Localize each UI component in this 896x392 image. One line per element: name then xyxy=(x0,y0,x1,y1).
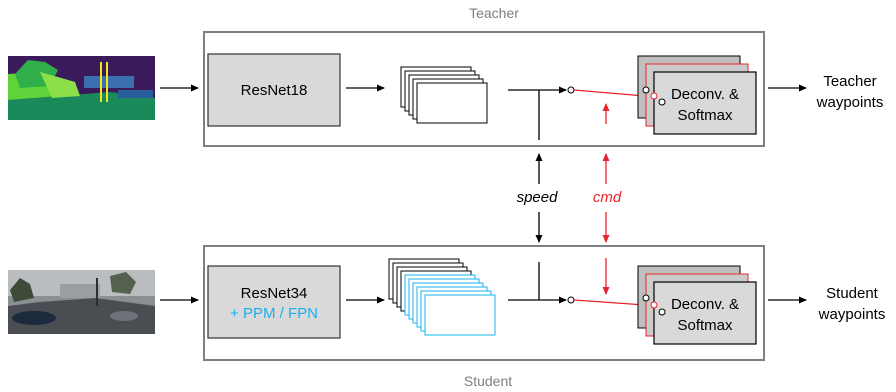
student-backbone-box: ResNet34 + PPM / FPN xyxy=(207,265,341,339)
teacher-title: Teacher xyxy=(469,5,519,21)
student-head-label-2: Softmax xyxy=(677,317,733,334)
teacher-backbone-box: ResNet18 xyxy=(207,53,341,127)
teacher-switch-node xyxy=(567,86,575,94)
teacher-frame xyxy=(203,31,765,147)
student-input-image xyxy=(8,270,155,334)
student-title: Student xyxy=(464,373,512,389)
cmd-label: cmd xyxy=(593,189,622,206)
teacher-output-label-2: waypoints xyxy=(816,94,884,111)
teacher-head-label-2: Softmax xyxy=(677,107,733,124)
student-feature-stack xyxy=(388,258,496,336)
student-switch-line xyxy=(573,299,646,306)
student-output-label-1: Student xyxy=(826,285,879,302)
teacher-head-stack: Deconv. & Softmax xyxy=(637,55,757,135)
teacher-backbone-label: ResNet18 xyxy=(241,82,308,99)
student-head-label-1: Deconv. & xyxy=(671,296,739,313)
student-frame xyxy=(203,245,765,361)
teacher-output-label-1: Teacher xyxy=(823,73,876,90)
teacher-feature-stack xyxy=(400,66,488,124)
student-backbone-label-2: + PPM / FPN xyxy=(230,305,318,322)
speed-label: speed xyxy=(517,189,559,206)
teacher-input-image xyxy=(8,56,155,120)
teacher-switch-line xyxy=(573,89,646,97)
teacher-head-label-1: Deconv. & xyxy=(671,86,739,103)
student-backbone-label-1: ResNet34 xyxy=(241,285,308,302)
student-output-label-2: waypoints xyxy=(818,306,886,323)
student-switch-node xyxy=(567,296,575,304)
student-head-stack: Deconv. & Softmax xyxy=(637,265,757,345)
